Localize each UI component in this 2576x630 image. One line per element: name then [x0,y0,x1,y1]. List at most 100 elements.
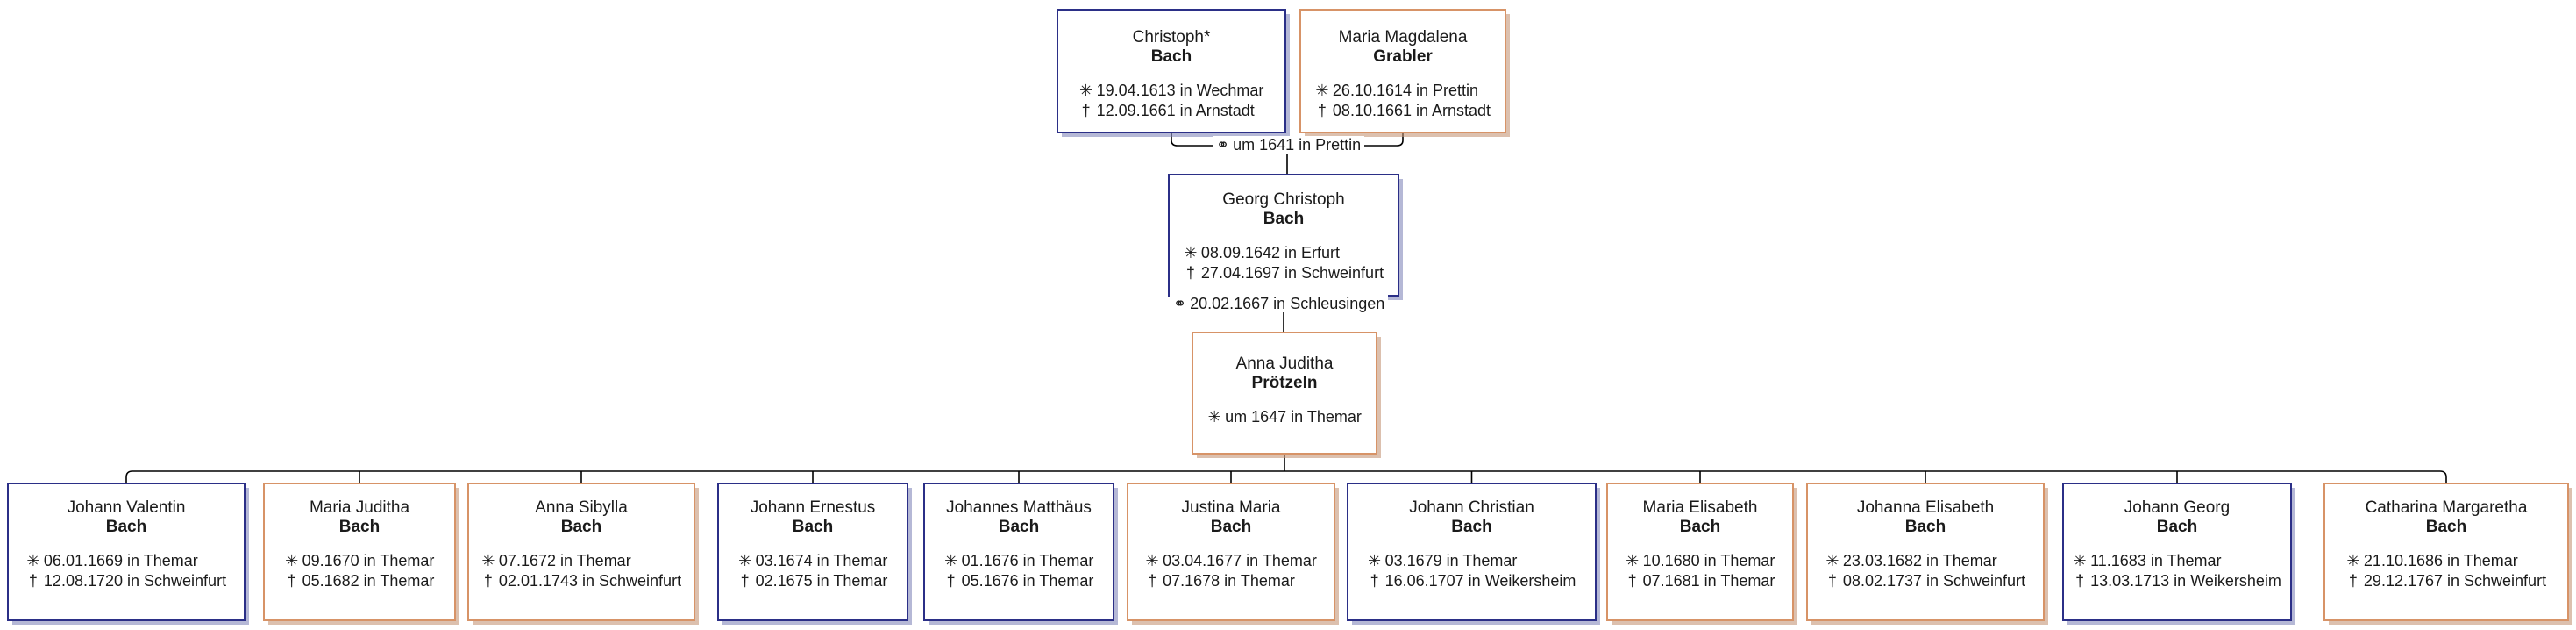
death-cross-icon: † [483,572,493,590]
person-surname: Bach [998,518,1040,536]
death-event: †02.1675 in Themar [738,571,888,591]
person-given-name: Johannes Matthäus [946,498,1092,517]
person-given-name: Anna Sibylla [535,498,628,517]
birth-text: um 1647 in Themar [1225,408,1362,426]
person-surname: Bach [105,518,147,536]
birth-asterisk-icon: ✳ [1145,552,1159,569]
birth-event: ✳11.1683 in Themar [2073,551,2281,571]
birth-asterisk-icon: ✳ [481,552,495,569]
birth-text: 03.04.1677 in Themar [1163,552,1317,569]
person-given-name: Johann Valentin [67,498,186,517]
person-events: ✳19.04.1613 in Wechmar† 12.09.1661 in Arn… [1079,81,1264,121]
person-events: ✳23.03.1682 in Themar†08.02.1737 in Schw… [1825,551,2025,591]
death-cross-icon: † [1370,572,1379,590]
death-event: †16.06.1707 in Weikersheim [1368,571,1576,591]
death-event: † 27.04.1697 in Schweinfurt [1184,263,1384,283]
birth-event: ✳10.1680 in Themar [1626,551,1775,571]
death-event: †05.1676 in Themar [944,571,1094,591]
death-event: †13.03.1713 in Weikersheim [2073,571,2281,591]
death-cross-icon: † [287,572,296,590]
person-given-name: Georg Christoph [1222,190,1345,209]
birth-text: 08.09.1642 in Erfurt [1200,244,1341,261]
person-given-name: Johann Georg [2124,498,2231,517]
death-text: 02.1675 in Themar [755,572,888,590]
person-surname: Prötzeln [1251,374,1318,392]
birth-text: 19.04.1613 in Wechmar [1096,82,1264,99]
birth-event: ✳um 1647 in Themar [1207,407,1362,427]
person-surname: Bach [2156,518,2198,536]
death-text: 08.02.1737 in Schweinfurt [1842,572,2026,590]
birth-asterisk-icon: ✳ [26,552,40,569]
person-given-name: Johann Christian [1409,498,1534,517]
death-cross-icon: † [1627,572,1637,590]
marriage-ring-icon: ⚭ [1173,295,1186,312]
death-cross-icon: † [946,572,956,590]
death-event: † 05.1682 in Themar [285,571,435,591]
person-given-name: Catharina Margaretha [2365,498,2528,517]
person-surname: Bach [1904,518,1946,536]
death-cross-icon: † [1827,572,1837,590]
death-cross-icon: † [28,572,38,590]
person-given-name: Justina Maria [1181,498,1281,517]
person-surname: Grabler [1373,47,1433,66]
person-given-name: Johann Ernestus [750,498,876,517]
birth-event: ✳26.10.1614 in Prettin [1315,81,1491,101]
person-surname: Bach [560,518,602,536]
death-cross-icon: † [1185,264,1195,282]
death-cross-icon: † [1081,102,1091,119]
death-text: 08.10.1661 in Arnstadt [1332,102,1491,119]
marriage-gen1-text: 20.02.1667 in Schleusingen [1190,295,1385,312]
birth-event: ✳03.1679 in Themar [1368,551,1576,571]
person-given-name: Christoph* [1132,28,1211,47]
person-events: ✳um 1647 in Themar [1207,407,1362,427]
marriage-gen0-text: um 1641 in Prettin [1233,136,1362,154]
person-surname: Bach [792,518,834,536]
death-cross-icon: † [2075,572,2085,590]
person-given-name: Maria Magdalena [1338,28,1468,47]
birth-text: 10.1680 in Themar [1642,552,1775,569]
marriage-label-gen1: ⚭20.02.1667 in Schleusingen [1170,295,1389,312]
death-text: 07.1681 in Themar [1642,572,1775,590]
death-text: 05.1682 in Themar [302,572,435,590]
birth-event: ✳03.1674 in Themar [738,551,887,571]
person-events: ✳21.10.1686 in Themar†29.12.1767 in Schw… [2346,551,2546,591]
birth-asterisk-icon: ✳ [738,552,752,569]
person-card-christoph-bach[interactable]: Christoph*Bach✳19.04.1613 in Wechmar†12.… [1057,9,1286,133]
person-events: ✳01.1676 in Themar†05.1676 in Themar [944,551,1094,591]
death-text: 29.12.1767 in Schweinfurt [2363,572,2547,590]
person-given-name: Maria Elisabeth [1642,498,1758,517]
death-text: 27.04.1697 in Schweinfurt [1200,264,1384,282]
death-event: † 08.02.1737 in Schweinfurt [1825,571,2025,591]
person-events: ✳03.04.1677 in Themar†07.1678 in Themar [1145,551,1317,591]
birth-asterisk-icon: ✳ [1184,244,1198,261]
birth-asterisk-icon: ✳ [1315,82,1329,99]
birth-event: ✳09.1670 in Themar [285,551,435,571]
death-text: 07.1678 in Themar [1163,572,1295,590]
birth-event: ✳06.01.1669 in Themar [26,551,226,571]
person-given-name: Anna Juditha [1235,354,1334,373]
person-surname: Bach [1451,518,1492,536]
marriage-drop-husband [1171,133,1178,147]
birth-event: ✳19.04.1613 in Wechmar [1079,81,1264,101]
birth-asterisk-icon: ✳ [1207,408,1221,426]
death-text: 12.09.1661 in Arnstadt [1096,102,1255,119]
death-text: 12.08.1720 in Schweinfurt [43,572,227,590]
birth-text: 09.1670 in Themar [302,552,435,569]
death-cross-icon: † [2348,572,2358,590]
person-surname: Bach [1679,518,1721,536]
